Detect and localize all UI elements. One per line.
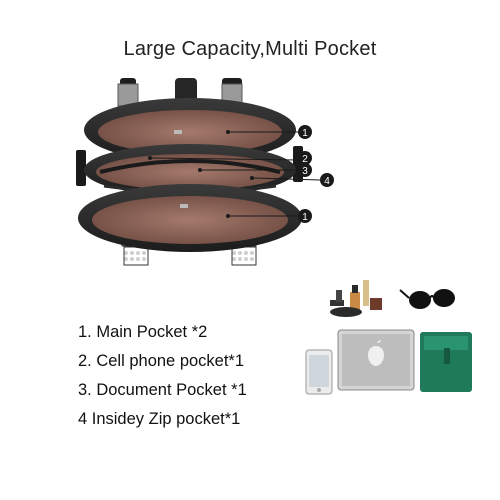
feature-item-main-pocket: 1. Main Pocket *2 xyxy=(78,323,208,341)
tablet xyxy=(337,329,415,391)
feature-item-document-pocket: 3. Document Pocket *1 xyxy=(78,381,247,399)
feature-item-zip-pocket: 4 Insidey Zip pocket*1 xyxy=(78,410,241,428)
callout-badge-4: 4 xyxy=(320,173,334,187)
svg-text:1: 1 xyxy=(302,212,308,223)
main-pocket-bottom xyxy=(78,184,302,252)
svg-text:2: 2 xyxy=(302,154,308,165)
green-wallet xyxy=(420,332,472,392)
cell-phone xyxy=(305,349,333,395)
sunglasses xyxy=(399,289,455,309)
zipper-pull xyxy=(174,130,182,134)
callout-lines xyxy=(149,131,321,217)
middle-compartment xyxy=(84,144,296,196)
feature-item-cell-phone-pocket: 2. Cell phone pocket*1 xyxy=(78,352,245,370)
page-title: Large Capacity,Multi Pocket xyxy=(123,38,377,60)
callout-dots xyxy=(148,130,254,218)
main-pocket-top xyxy=(84,98,296,162)
callout-badge-1: 1 xyxy=(298,125,312,139)
callout-badge-2: 2 xyxy=(298,151,312,165)
svg-text:3: 3 xyxy=(302,166,308,177)
zipper-pull xyxy=(180,204,188,208)
callout-badge-1-bottom: 1 xyxy=(298,209,312,223)
callout-badge-3: 3 xyxy=(298,163,312,177)
apple-logo-icon xyxy=(368,340,384,366)
side-tab-left xyxy=(76,150,86,186)
svg-text:1: 1 xyxy=(302,128,308,139)
cosmetics-items xyxy=(330,280,382,317)
svg-text:4: 4 xyxy=(324,176,330,187)
feature-list: 1. Main Pocket *2 2. Cell phone pocket*1… xyxy=(78,318,247,434)
